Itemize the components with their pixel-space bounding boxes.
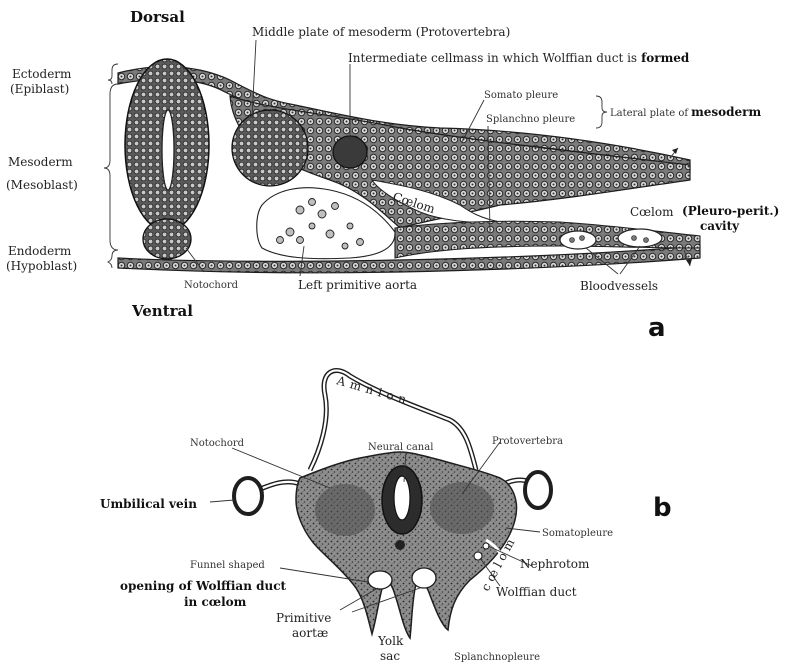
label-mesoderm: Mesoderm: [8, 155, 73, 169]
bloodvessel-2: [618, 229, 662, 247]
panel-letter-b: b: [653, 493, 672, 523]
label-yolk: Yolk: [377, 634, 404, 648]
label-notochord-b: Notochord: [190, 438, 245, 449]
primitive-aorta-right: [412, 568, 436, 588]
label-intermediate-text: Intermediate cellmass in which Wolffian …: [348, 51, 637, 65]
brace-ectoderm: [108, 64, 118, 84]
brace-lateral-plate: [596, 96, 607, 128]
label-dorsal: Dorsal: [130, 8, 185, 26]
label-nephrotom: Nephrotom: [520, 557, 590, 571]
label-funnel-b: opening of Wolffian duct: [120, 579, 287, 593]
label-splanchnopleure-b: Splanchnopleure: [454, 652, 540, 663]
label-aortae: aortæ: [292, 626, 328, 640]
label-ventral: Ventral: [131, 302, 193, 320]
neural-canal-slit: [162, 110, 174, 190]
brace-mesoderm: [104, 84, 118, 250]
protovertebra: [232, 110, 308, 186]
label-hypoblast: (Hypoblast): [6, 259, 77, 273]
label-lateral-plate-text: Lateral plate of: [610, 108, 689, 119]
umbilical-vein-left: [234, 478, 262, 514]
label-wolffian-duct: Wolffian duct: [496, 585, 577, 599]
protovertebra-right: [430, 482, 494, 534]
label-funnel-c: in cœlom: [184, 595, 247, 609]
brace-endoderm: [108, 250, 118, 268]
bloodvessel-1: [560, 231, 596, 249]
label-intermediate: Intermediate cellmass in which Wolffian …: [348, 51, 690, 65]
intermediate-cell-mass: [333, 136, 367, 168]
label-endoderm: Endoderm: [8, 244, 72, 258]
label-protovertebra-b: Protovertebra: [492, 436, 563, 447]
notochord-a: [143, 219, 191, 259]
label-intermediate-formed: formed: [641, 51, 690, 65]
label-epiblast: (Epiblast): [10, 82, 69, 96]
figure-b: Amnion Notochord Neural canal Protoverte…: [100, 370, 672, 663]
label-middle-plate: Middle plate of mesoderm (Protovertebra): [252, 25, 510, 39]
label-splanchno-pleure: Splanchno pleure: [486, 114, 575, 125]
neural-canal: [394, 476, 410, 520]
label-sac: sac: [380, 649, 400, 663]
label-pleuro-perit-text: Pleuro-perit.: [688, 204, 774, 218]
notochord-b: [395, 540, 405, 550]
label-neural-canal: Neural canal: [368, 442, 433, 453]
umbilical-vein-right: [525, 472, 551, 508]
label-pleuro-perit: (Pleuro-perit.): [682, 204, 779, 218]
leader-umbilical: [210, 500, 234, 502]
figure-a: Dorsal Ventral a Ectoderm (Epiblast) Mes…: [6, 8, 779, 343]
label-ectoderm: Ectoderm: [12, 67, 72, 81]
label-lateral-plate-mesoderm: mesoderm: [691, 105, 761, 119]
primitive-aorta-left: [368, 571, 392, 589]
panel-letter-a: a: [648, 313, 666, 343]
label-notochord-a: Notochord: [184, 280, 239, 291]
label-cavity: cavity: [700, 219, 740, 233]
label-amnion: Amnion: [334, 373, 412, 408]
label-funnel-a: Funnel shaped: [190, 560, 265, 571]
label-primitive: Primitive: [276, 611, 331, 625]
label-somatopleure-b: Somatopleure: [542, 528, 613, 539]
protovertebra-left: [315, 484, 375, 536]
label-left-aorta: Left primitive aorta: [298, 278, 417, 292]
label-mesoblast: (Mesoblast): [6, 178, 78, 192]
label-somato-pleure: Somato pleure: [484, 90, 558, 101]
label-bloodvessels: Bloodvessels: [580, 279, 658, 293]
label-coelom-outer: Cœlom: [630, 205, 674, 219]
label-umbilical-vein: Umbilical vein: [100, 497, 197, 511]
